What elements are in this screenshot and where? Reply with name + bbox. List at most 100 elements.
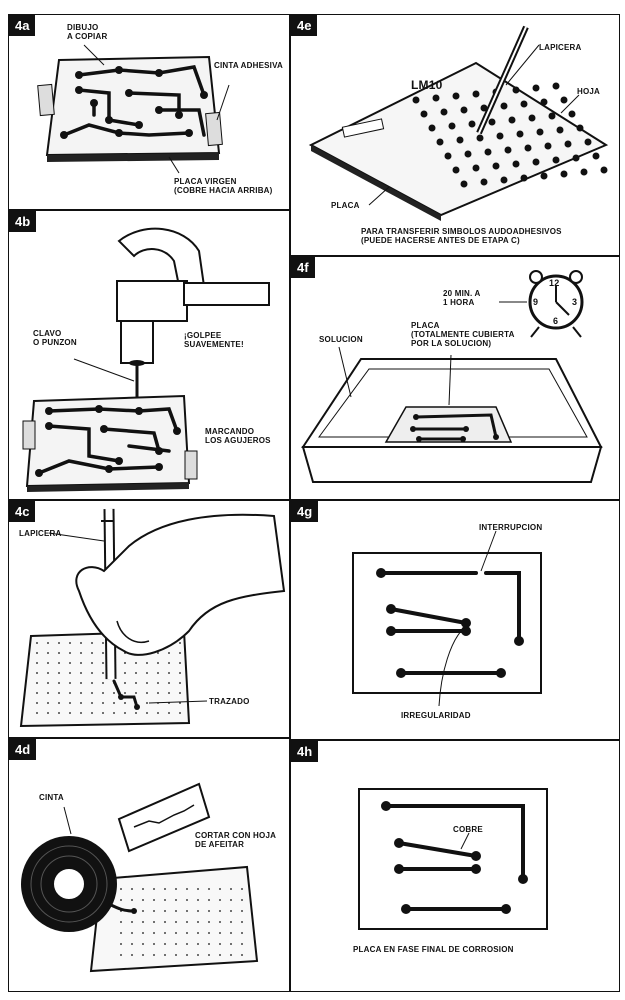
dot	[47, 692, 49, 694]
dot	[91, 692, 93, 694]
clock-number-6: 6	[553, 316, 559, 326]
panel-tag-4c: 4c	[9, 501, 36, 522]
dot	[540, 172, 548, 180]
dot	[197, 954, 199, 956]
dot	[146, 712, 148, 714]
dot	[186, 910, 188, 912]
label-solucion: SOLUCION	[319, 335, 363, 344]
dot	[157, 672, 159, 674]
dot	[168, 662, 170, 664]
dot	[241, 954, 243, 956]
dot	[241, 888, 243, 890]
label-lm10: LM10	[411, 78, 443, 92]
dot	[168, 692, 170, 694]
panel-tag-4a: 4a	[9, 15, 36, 36]
label-dibujo-a-copiar: DIBUJO A COPIAR	[67, 23, 108, 41]
dot	[219, 921, 221, 923]
dot	[504, 146, 512, 154]
dot	[131, 888, 133, 890]
dot	[480, 178, 488, 186]
dot	[131, 921, 133, 923]
dot	[175, 954, 177, 956]
dot	[472, 164, 480, 172]
dot	[36, 662, 38, 664]
dot	[456, 136, 464, 144]
label-interrupcion: INTERRUPCION	[479, 523, 543, 532]
dot	[47, 682, 49, 684]
dot	[131, 932, 133, 934]
dot	[47, 642, 49, 644]
dot	[146, 692, 148, 694]
illustration-4e	[308, 25, 609, 221]
dot	[197, 921, 199, 923]
dot	[432, 94, 440, 102]
dot	[186, 954, 188, 956]
dot	[36, 652, 38, 654]
panel-tag-4e: 4e	[291, 15, 318, 36]
dot	[548, 112, 556, 120]
dot	[135, 682, 137, 684]
dot	[175, 910, 177, 912]
dot	[208, 921, 210, 923]
dot	[168, 672, 170, 674]
panel-4h: 4h COBRE PLACA EN FASE FINAL DE CORROSIO…	[290, 740, 620, 992]
dot	[420, 110, 428, 118]
dot	[120, 888, 122, 890]
dot	[153, 899, 155, 901]
dot	[47, 652, 49, 654]
dot	[142, 943, 144, 945]
dot	[69, 642, 71, 644]
dot	[175, 932, 177, 934]
dot	[80, 682, 82, 684]
dot	[492, 162, 500, 170]
dot	[230, 899, 232, 901]
dot	[91, 672, 93, 674]
dot	[102, 652, 104, 654]
clock-number-3: 3	[572, 297, 578, 307]
dot	[157, 712, 159, 714]
dot	[69, 692, 71, 694]
dot	[146, 672, 148, 674]
illustration-4a	[37, 44, 230, 174]
dot	[120, 899, 122, 901]
dot	[175, 921, 177, 923]
label-cobre: COBRE	[453, 825, 483, 834]
panel-4g: 4g INTERRUPCION IRREGULARIDAD	[290, 500, 620, 740]
dot	[468, 120, 476, 128]
dot	[508, 116, 516, 124]
label-irregularidad: IRREGULARIDAD	[401, 711, 471, 720]
dot	[179, 652, 181, 654]
illustration-4h	[358, 788, 548, 930]
dot	[241, 932, 243, 934]
dot	[179, 692, 181, 694]
dot	[113, 712, 115, 714]
dot	[102, 662, 104, 664]
dot	[564, 140, 572, 148]
dot	[58, 702, 60, 704]
dot	[484, 148, 492, 156]
label-lapicera-e: LAPICERA	[539, 43, 582, 52]
dot	[58, 692, 60, 694]
dot	[500, 176, 508, 184]
dot	[440, 108, 448, 116]
dot	[131, 899, 133, 901]
dot	[142, 910, 144, 912]
dot	[80, 692, 82, 694]
label-placa-f: PLACA (TOTALMENTE CUBIERTA POR LA SOLUCI…	[411, 321, 515, 348]
dot	[512, 86, 520, 94]
dot	[460, 106, 468, 114]
dot	[448, 122, 456, 130]
dot	[186, 899, 188, 901]
dot	[219, 899, 221, 901]
illustration-4f	[301, 270, 603, 483]
panel-tag-4g: 4g	[291, 501, 319, 522]
dot	[175, 943, 177, 945]
dot	[452, 166, 460, 174]
dot	[472, 90, 480, 98]
dot	[179, 672, 181, 674]
dot	[153, 943, 155, 945]
label-lapicera-c: LAPICERA	[19, 529, 62, 538]
dot	[91, 642, 93, 644]
dot	[135, 712, 137, 714]
dot	[102, 642, 104, 644]
